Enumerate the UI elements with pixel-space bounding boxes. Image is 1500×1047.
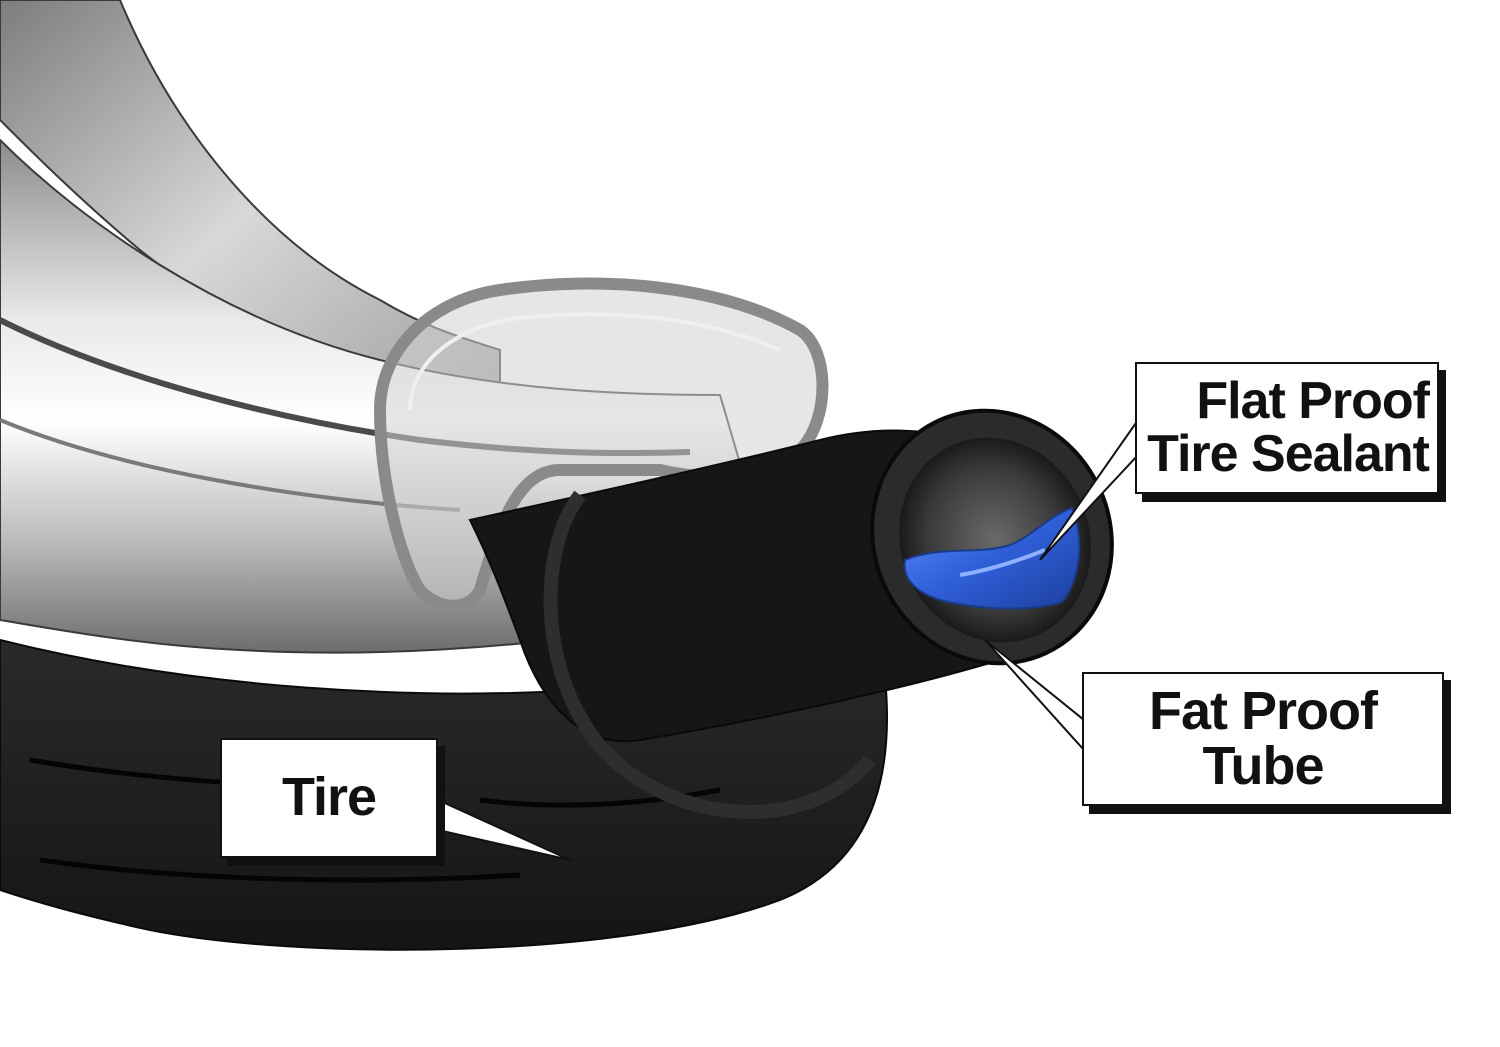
pointer-tire [437, 798, 571, 861]
sealant [903, 506, 1081, 610]
tire-tread-2 [39, 857, 521, 883]
tire-tread-3 [479, 787, 721, 808]
callout-sealant: Flat Proof Tire Sealant [1135, 362, 1439, 494]
callout-tube-line-2: Tube [1202, 736, 1325, 796]
callout-tube-line-1: Fat Proof [1149, 680, 1378, 741]
callout-sealant-line-1: Flat Proof [1196, 371, 1430, 430]
tube-loop [543, 490, 876, 819]
callout-tube: Fat Proof Tube [1082, 672, 1444, 806]
callout-tire-line-1: Tire [281, 767, 377, 828]
tire-bead-inner [408, 312, 781, 411]
callout-tire: Tire [220, 738, 438, 858]
callout-sealant-line-2: Tire Sealant [1147, 425, 1430, 483]
sealant-highlight [959, 548, 1046, 577]
